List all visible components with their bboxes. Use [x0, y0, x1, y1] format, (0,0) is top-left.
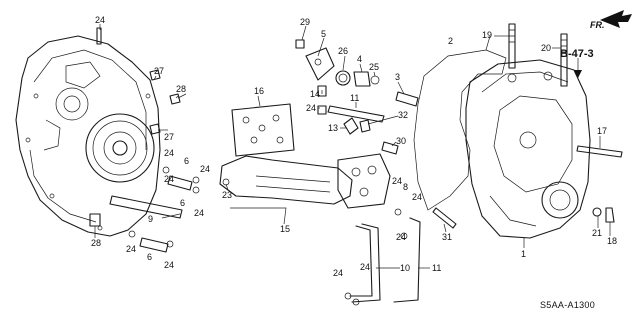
callout-24: 24 — [360, 262, 370, 272]
callout-17: 18 — [607, 236, 617, 246]
callout-14: 15 — [280, 224, 290, 234]
case-gasket — [413, 49, 507, 211]
callout-24: 24 — [392, 176, 402, 186]
callout-7: 8 — [403, 182, 408, 192]
callout-24: 24 — [126, 244, 136, 254]
callout-31: 31 — [442, 232, 452, 242]
diagram-code: S5AA-A1300 — [540, 300, 595, 310]
callout-24: 24 — [200, 164, 210, 174]
callout-24: 24 — [164, 260, 174, 270]
callout-20: 21 — [592, 228, 602, 238]
callout-24: 24 — [164, 148, 174, 158]
callout-15: 16 — [254, 86, 264, 96]
dowel-pins — [89, 27, 181, 227]
callout-18: 19 — [482, 30, 492, 40]
reference-label: B-47-3 — [560, 48, 594, 60]
callout-5: 5 — [321, 29, 326, 39]
callout-21: 23 — [222, 190, 232, 200]
callout-26: 26 — [338, 46, 348, 56]
callout-27: 27 — [154, 66, 164, 76]
oil-pipes-left — [109, 166, 200, 253]
callout-29: 29 — [300, 17, 310, 27]
shaft-group — [359, 91, 419, 155]
callout-11: 11 — [350, 93, 359, 103]
callout-3: 3 — [395, 72, 400, 82]
callout-19: 20 — [541, 43, 551, 53]
callout-6: 6 — [180, 198, 185, 208]
callout-4: 4 — [357, 54, 362, 64]
shift-lever-group — [317, 85, 385, 135]
reference-arrow — [574, 58, 582, 78]
cover-plate-group — [295, 39, 380, 87]
studs — [508, 23, 568, 87]
callout-1: 1 — [521, 249, 526, 259]
transmission-housing — [15, 35, 161, 237]
callout-13: 14 — [310, 89, 320, 99]
front-direction-indicator — [600, 10, 632, 28]
callout-8: 9 — [148, 214, 153, 224]
callout-2: 2 — [448, 36, 453, 46]
callout-24: 24 — [333, 268, 343, 278]
callout-6: 6 — [184, 156, 189, 166]
separator-plate — [231, 103, 295, 157]
callout-23: 24 — [306, 103, 316, 113]
callout-27: 27 — [164, 132, 174, 142]
transmission-case — [465, 59, 591, 239]
front-direction-label: FR. — [590, 20, 605, 30]
callout-28: 28 — [91, 238, 101, 248]
callout-24: 24 — [396, 232, 406, 242]
callout-24: 24 — [412, 192, 422, 202]
callout-labels: 24 27 28 27 24 6 24 24 6 24 9 28 24 6 24… — [91, 15, 617, 310]
callout-25: 25 — [369, 62, 379, 72]
callout-16: 17 — [597, 126, 607, 136]
callout-9: 10 — [400, 263, 410, 273]
valve-body-assembly — [219, 153, 391, 209]
callout-6: 6 — [147, 252, 152, 262]
callout-28: 28 — [176, 84, 186, 94]
callout-10: 11 — [432, 263, 441, 273]
callout-24: 24 — [194, 208, 204, 218]
oil-pipes-lower — [344, 208, 421, 306]
callout-32: 32 — [398, 110, 408, 120]
callout-24: 24 — [164, 174, 174, 184]
case-bolts — [432, 145, 623, 229]
callout-30: 30 — [396, 136, 406, 146]
callout-12: 13 — [328, 123, 338, 133]
leader-lines — [94, 24, 611, 269]
callout-22: 24 — [95, 15, 105, 25]
